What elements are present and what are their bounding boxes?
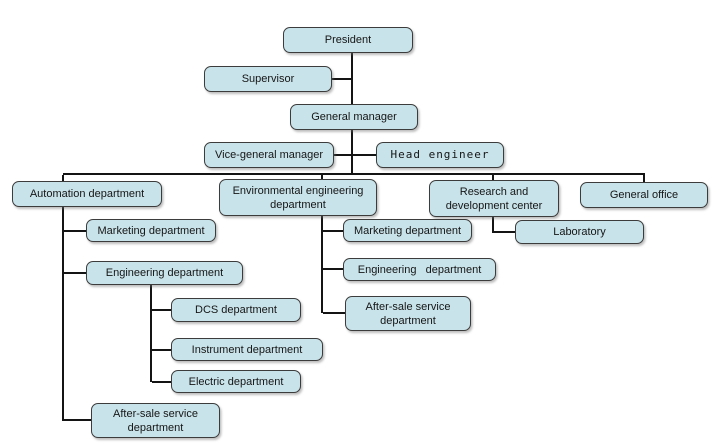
connector-environmental-spine bbox=[321, 175, 323, 313]
connector-electric-stub bbox=[152, 381, 171, 383]
connector-rnd-drop bbox=[492, 175, 494, 181]
node-engineering-department-environmental: Engineering department bbox=[343, 258, 496, 281]
connector-marketing-auto-stub bbox=[64, 230, 86, 232]
connector-distribution-line bbox=[63, 173, 645, 175]
connector-rnd-elbow-vertical bbox=[492, 217, 494, 233]
connector-supervisor-stub bbox=[332, 78, 353, 80]
connector-aftersale-env-stub bbox=[323, 312, 345, 314]
connector-head-engineer-stub bbox=[353, 154, 376, 156]
node-instrument-department: Instrument department bbox=[171, 338, 323, 361]
connector-automation-spine bbox=[62, 175, 64, 421]
node-after-sale-service-department-automation: After-sale service department bbox=[91, 403, 220, 438]
node-research-and-development-center: Research and development center bbox=[429, 180, 559, 217]
node-engineering-department-automation: Engineering department bbox=[86, 261, 243, 285]
node-automation-department: Automation department bbox=[12, 181, 162, 207]
node-supervisor: Supervisor bbox=[204, 66, 332, 92]
connector-marketing-env-stub bbox=[323, 230, 343, 232]
connector-dcs-stub bbox=[152, 309, 171, 311]
connector-engineering-auto-stub bbox=[64, 272, 86, 274]
connector-engineering-env-stub bbox=[323, 268, 343, 270]
connector-instrument-stub bbox=[152, 349, 171, 351]
node-after-sale-service-department-environmental: After-sale service department bbox=[345, 296, 471, 331]
node-electric-department: Electric department bbox=[171, 370, 301, 393]
node-vice-general-manager: Vice-general manager bbox=[204, 142, 334, 168]
node-environmental-engineering-department: Environmental engineering department bbox=[219, 179, 377, 216]
node-dcs-department: DCS department bbox=[171, 298, 301, 322]
node-marketing-department-automation: Marketing department bbox=[86, 219, 216, 242]
node-laboratory: Laboratory bbox=[515, 220, 644, 244]
connector-vice-general-stub bbox=[334, 154, 353, 156]
node-head-engineer: Head engineer bbox=[376, 142, 504, 168]
connector-engineering-feeder bbox=[150, 285, 152, 382]
connector-laboratory-stub bbox=[492, 231, 515, 233]
node-marketing-department-environmental: Marketing department bbox=[343, 219, 472, 242]
node-president: President bbox=[283, 27, 413, 53]
node-general-office: General office bbox=[580, 182, 708, 208]
connector-general-office-drop bbox=[643, 175, 645, 183]
node-general-manager: General manager bbox=[290, 104, 418, 130]
connector-aftersale-auto-stub bbox=[64, 419, 91, 421]
